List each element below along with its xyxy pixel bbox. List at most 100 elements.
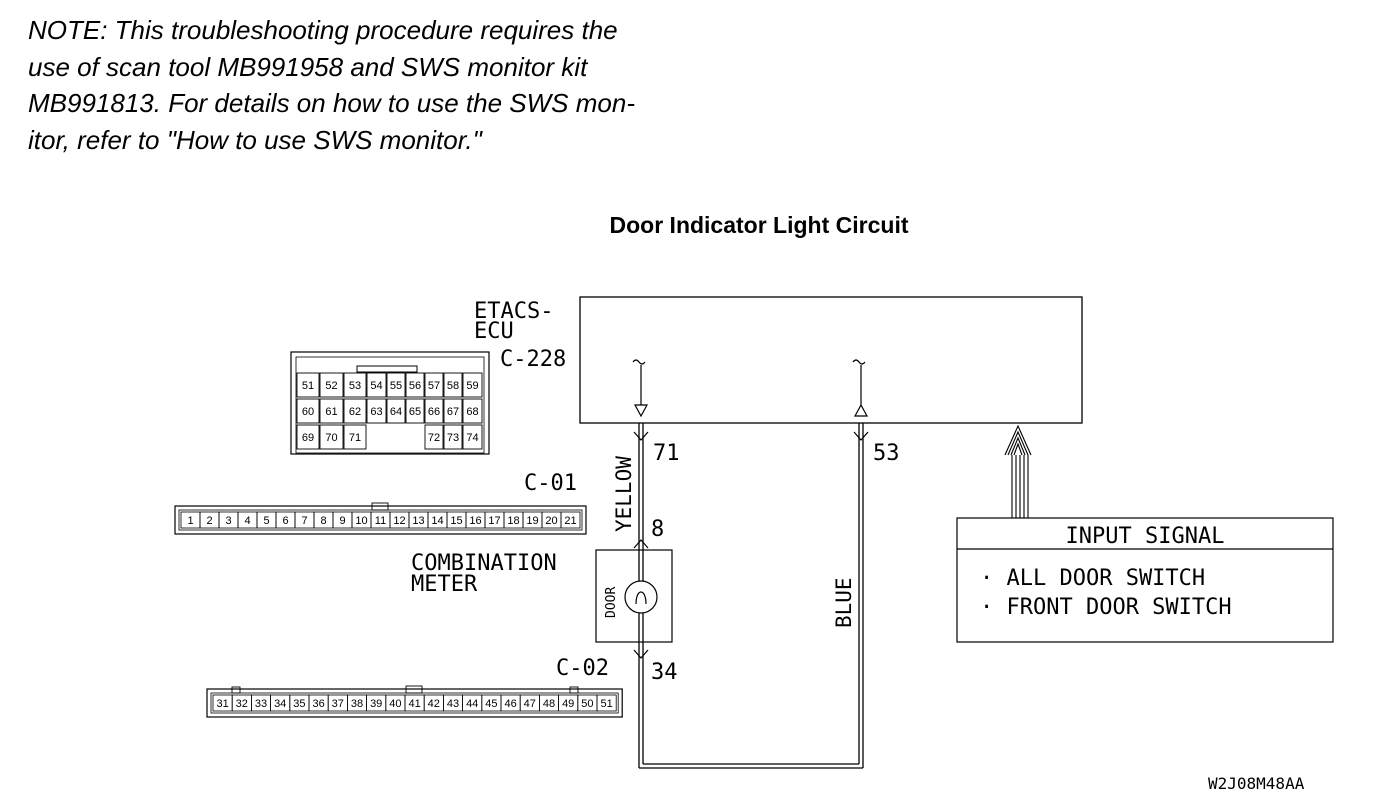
- blue-wire: [858, 423, 864, 768]
- pin-34-label: 34: [651, 660, 678, 685]
- c01-pin-label: 3: [225, 515, 231, 527]
- c228-pin-cell: [343, 372, 367, 398]
- c228-pin-label: 56: [409, 380, 421, 392]
- c01-pin-label: 5: [263, 515, 269, 527]
- c228-pin-cell: [319, 372, 344, 398]
- c01-pin-label: 18: [507, 515, 519, 527]
- input-signal-box: [956, 517, 1334, 643]
- c01-pin-label: 19: [526, 515, 538, 527]
- c02-pin-label: 43: [447, 698, 459, 710]
- note-line: itor, refer to "How to use SWS monitor.": [28, 124, 482, 155]
- c02-pin-label: 47: [524, 698, 536, 710]
- c02-pin-label: 50: [581, 698, 593, 710]
- c228-pin-label: 59: [466, 380, 478, 392]
- input-signal-item: · FRONT DOOR SWITCH: [980, 595, 1232, 620]
- c228-pin-cell: [386, 372, 406, 398]
- c02-pin-label: 44: [466, 698, 478, 710]
- c228-pin-cell: [424, 398, 444, 424]
- c228-pin-label: 52: [325, 380, 337, 392]
- note-line: use of scan tool MB991958 and SWS monito…: [28, 51, 588, 82]
- c01-pin-label: 1: [187, 515, 193, 527]
- c228-pin-label: 54: [370, 380, 382, 392]
- ecu-input-symbol: [852, 359, 869, 417]
- c228-pin-label: 64: [390, 406, 402, 418]
- c228-pin-cell: [443, 372, 463, 398]
- c228-pin-label: 66: [428, 406, 440, 418]
- yellow-wire-label: YELLOW: [612, 456, 636, 532]
- c01-pin-label: 9: [339, 515, 345, 527]
- input-signal-item: · ALL DOOR SWITCH: [980, 566, 1205, 591]
- meter-label-2: METER: [411, 572, 478, 597]
- door-lamp-label: DOOR: [604, 587, 619, 618]
- c228-pin-cell: [343, 398, 367, 424]
- combination-meter-box: [595, 549, 673, 643]
- c01-pin-label: 2: [206, 515, 212, 527]
- c02-pin-label: 35: [293, 698, 305, 710]
- c228-pin-label: 55: [390, 380, 402, 392]
- c228-pin-cell: [405, 398, 425, 424]
- c228-pin-label: 58: [447, 380, 459, 392]
- c01-pin-label: 16: [469, 515, 481, 527]
- c228-pin-cell: [462, 372, 483, 398]
- c228-pin-cell: [443, 398, 463, 424]
- door-lamp-bulb-icon: [624, 580, 658, 614]
- c228-pin-label: 53: [349, 380, 361, 392]
- c228-outline: [290, 351, 490, 455]
- c01-pin-label: 10: [355, 515, 367, 527]
- pin-8-label: 8: [651, 517, 664, 542]
- c228-key: [356, 365, 418, 373]
- c228-pin-label: 57: [428, 380, 440, 392]
- c01-pin-label: 6: [282, 515, 288, 527]
- c01-pin-label: 13: [412, 515, 424, 527]
- c228-pin-cell: [424, 372, 444, 398]
- c02-label: C-02: [556, 656, 609, 681]
- c02-pin-label: 31: [216, 698, 228, 710]
- c02-key: [405, 685, 423, 694]
- c01-pin-label: 15: [450, 515, 462, 527]
- c02-latch: [231, 686, 241, 694]
- c228-pin-cell: [319, 398, 344, 424]
- c02-pin-label: 36: [312, 698, 324, 710]
- c228-pin-label: 71: [349, 432, 361, 444]
- c01-outline: [174, 505, 587, 535]
- c228-pin-cell: [405, 372, 425, 398]
- c228-pin-label: 67: [447, 406, 459, 418]
- c228-pin-label: 51: [302, 380, 314, 392]
- c228-pin-cell: [296, 424, 320, 450]
- note-text: NOTE: This troubleshooting procedure req…: [28, 12, 768, 158]
- c228-pin-label: 72: [428, 432, 440, 444]
- etacs-ecu-box: [579, 296, 1083, 424]
- c228-pin-cell: [462, 424, 483, 450]
- c02-outline: [206, 688, 623, 718]
- c228-pin-label: 69: [302, 432, 314, 444]
- input-signal-title: INPUT SIGNAL: [1066, 524, 1225, 549]
- ecu-output-symbol: [632, 359, 649, 418]
- c02-pin-label: 42: [428, 698, 440, 710]
- c01-pin-label: 14: [431, 515, 443, 527]
- c02-pin-label: 39: [370, 698, 382, 710]
- c228-inner: [295, 356, 485, 454]
- c228-pin-cell: [366, 398, 387, 424]
- c02-pin-label: 40: [389, 698, 401, 710]
- c01-pin-label: 17: [488, 515, 500, 527]
- c228-pin-label: 61: [325, 406, 337, 418]
- diagram-title: Door Indicator Light Circuit: [609, 212, 909, 238]
- c01-pin-label: 20: [545, 515, 557, 527]
- pin-chevrons: [633, 431, 869, 659]
- blue-wire-label: BLUE: [832, 577, 856, 628]
- c02-pin-label: 38: [351, 698, 363, 710]
- c228-pin-cell: [366, 372, 387, 398]
- c228-pin-label: 62: [349, 406, 361, 418]
- c228-pin-label: 60: [302, 406, 314, 418]
- bottom-wire: [639, 763, 863, 769]
- c228-pin-cell: [443, 424, 463, 450]
- c02-pin-label: 51: [600, 698, 612, 710]
- pin-53-label: 53: [873, 441, 900, 466]
- c02-latch: [569, 686, 579, 694]
- c02-pin-label: 46: [504, 698, 516, 710]
- meter-label-1: COMBINATION: [411, 551, 557, 576]
- ecu-label-1: ETACS-: [474, 299, 553, 324]
- c01-pin-cell: [560, 511, 581, 529]
